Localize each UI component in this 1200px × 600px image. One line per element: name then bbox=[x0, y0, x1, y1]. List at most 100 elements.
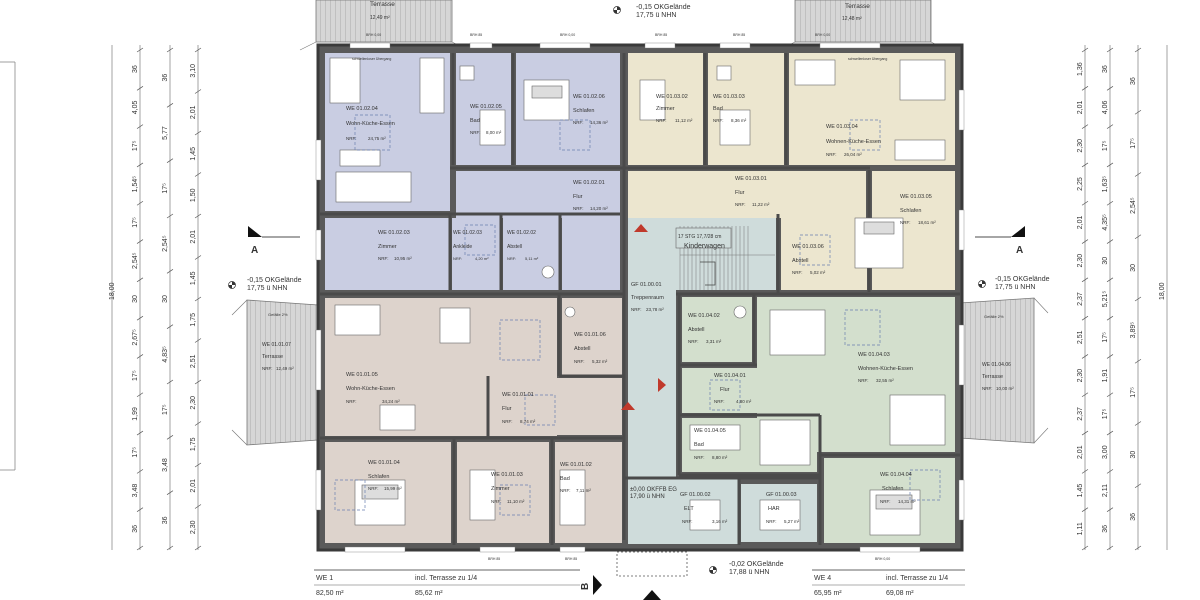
dimension-value: 3,10 bbox=[190, 64, 197, 78]
terrace-label: Terrasse bbox=[845, 3, 870, 10]
dimension-value: 1,63⁵ bbox=[1102, 176, 1109, 193]
room-name: Flur bbox=[502, 406, 512, 412]
nrf-label: NRF: bbox=[491, 499, 502, 504]
room-name: Abstell bbox=[574, 346, 591, 352]
dimension-tick bbox=[1106, 47, 1114, 53]
dimension-value: 2,54⁵ bbox=[132, 252, 139, 269]
dimension-tick bbox=[166, 379, 174, 385]
dimension-tick bbox=[136, 162, 144, 168]
dimension-tick bbox=[136, 545, 144, 551]
room-name: Schlafen bbox=[900, 208, 921, 214]
room-id: WE 01.02.02 bbox=[507, 230, 536, 236]
room-id: WE 01.03.06 bbox=[792, 244, 824, 250]
dimension-tick bbox=[1134, 483, 1142, 489]
terrace-label: Terrasse bbox=[982, 374, 1003, 380]
dimension-chain-right-inner: 1,362,012,302,252,012,302,372,512,302,37… bbox=[1077, 47, 1089, 551]
room-id: WE 01.02.03 bbox=[378, 230, 410, 236]
entry-arrows bbox=[621, 224, 666, 410]
nrf-label: NRF: bbox=[573, 120, 584, 125]
dimension-value: 2,30 bbox=[1077, 369, 1084, 383]
nrf-label: NRF: bbox=[714, 399, 725, 404]
terrace-top-left: Terrasse 12,49 m² bbox=[299, 0, 469, 51]
room-name: Flur bbox=[735, 190, 745, 196]
dimension-value: 4,06 bbox=[1102, 101, 1109, 115]
total-dimension-left: 18,00 bbox=[109, 282, 116, 300]
dimension-tick bbox=[1081, 200, 1089, 206]
dimension-value: 2,01 bbox=[190, 105, 197, 119]
dimension-value: 1,54⁵ bbox=[132, 176, 139, 193]
terrace-label: Terrasse bbox=[370, 1, 395, 8]
nrf-label: NRF: bbox=[453, 256, 462, 261]
room-id: WE 01.04.04 bbox=[880, 472, 912, 478]
common-stair bbox=[628, 218, 817, 544]
room-area: 5,32 m² bbox=[592, 359, 608, 364]
room-id: WE 01.03.02 bbox=[656, 94, 688, 100]
room-area: 26,04 m² bbox=[844, 152, 862, 157]
unit-label: WE 4 bbox=[814, 575, 831, 582]
dimension-value: 30 bbox=[1130, 264, 1137, 272]
dimension-value: 2,01 bbox=[1077, 101, 1084, 115]
dimension-value: 2,01 bbox=[1077, 215, 1084, 229]
room-area: 7,11 m² bbox=[576, 488, 591, 493]
dimension-chain-left-outer: 364,0517⁵1,54⁵17⁵2,54⁵302,67⁵17⁵1,9917⁵3… bbox=[132, 47, 144, 551]
room-area: 8,36 m² bbox=[731, 118, 747, 123]
dimension-value: 1,75 bbox=[190, 437, 197, 451]
room-area: 10,95 m² bbox=[394, 256, 412, 261]
summary-we4: WE 4 65,95 m² incl. Terrasse zu 1/4 69,0… bbox=[812, 569, 965, 597]
room-area: 3,16 m² bbox=[712, 519, 728, 524]
dimension-tick bbox=[1106, 430, 1114, 436]
terrace-id: WE 01.04.06 bbox=[982, 362, 1011, 368]
brh-note: BRH 0,00 bbox=[875, 557, 890, 561]
room-name: ELT bbox=[684, 506, 694, 512]
dimension-value: 36 bbox=[1130, 513, 1137, 521]
dimension-tick bbox=[1134, 109, 1142, 115]
room-area: 14,31 m² bbox=[898, 499, 916, 504]
dimension-value: 2,30 bbox=[1077, 139, 1084, 153]
dimension-value: 3,48 bbox=[132, 484, 139, 498]
nrf-label: NRF: bbox=[826, 152, 837, 157]
dimension-tick bbox=[136, 430, 144, 436]
room-name: Schlafen bbox=[882, 486, 903, 492]
room-area: 4,20 m² bbox=[475, 256, 489, 261]
nrf-label: NRF: bbox=[574, 359, 585, 364]
dimension-value: 17⁵ bbox=[162, 404, 169, 415]
room-area: 4,80 m² bbox=[736, 399, 752, 404]
dimension-tick bbox=[1134, 296, 1142, 302]
room-area: 8,00 m² bbox=[486, 130, 502, 135]
dimension-value: 1,45 bbox=[190, 271, 197, 285]
turning-circles bbox=[334, 114, 941, 516]
exterior-wall-outline bbox=[316, 43, 964, 552]
section-label: A bbox=[251, 245, 258, 256]
room-area: 18,61 m² bbox=[918, 220, 936, 225]
dimension-tick bbox=[1106, 239, 1114, 244]
dimension-value: 30 bbox=[1102, 257, 1109, 265]
dimension-tick bbox=[1081, 430, 1089, 436]
dimension-value: 17⁵ bbox=[132, 370, 139, 381]
terrace-label: Terrasse bbox=[262, 354, 283, 360]
total-dimension-right: 18,00 bbox=[1159, 282, 1166, 300]
brh-note: BRH 0,00 bbox=[815, 33, 830, 37]
dimension-value: 1,45 bbox=[190, 147, 197, 161]
dimension-tick bbox=[1134, 545, 1142, 551]
room-area: 24,75 m² bbox=[368, 136, 386, 141]
interior-walls bbox=[320, 53, 960, 545]
nrf-label: NRF: bbox=[656, 118, 667, 123]
dimension-value: 17⁵ bbox=[132, 140, 139, 151]
nrf-label: NRF: bbox=[631, 307, 642, 312]
furniture bbox=[329, 57, 946, 536]
room-name: HAR bbox=[768, 506, 780, 512]
windows bbox=[315, 42, 965, 553]
dimension-value: 3,48 bbox=[162, 458, 169, 472]
nrf-label: NRF: bbox=[682, 519, 693, 524]
dimension-value: 3,89⁵ bbox=[1130, 322, 1137, 339]
